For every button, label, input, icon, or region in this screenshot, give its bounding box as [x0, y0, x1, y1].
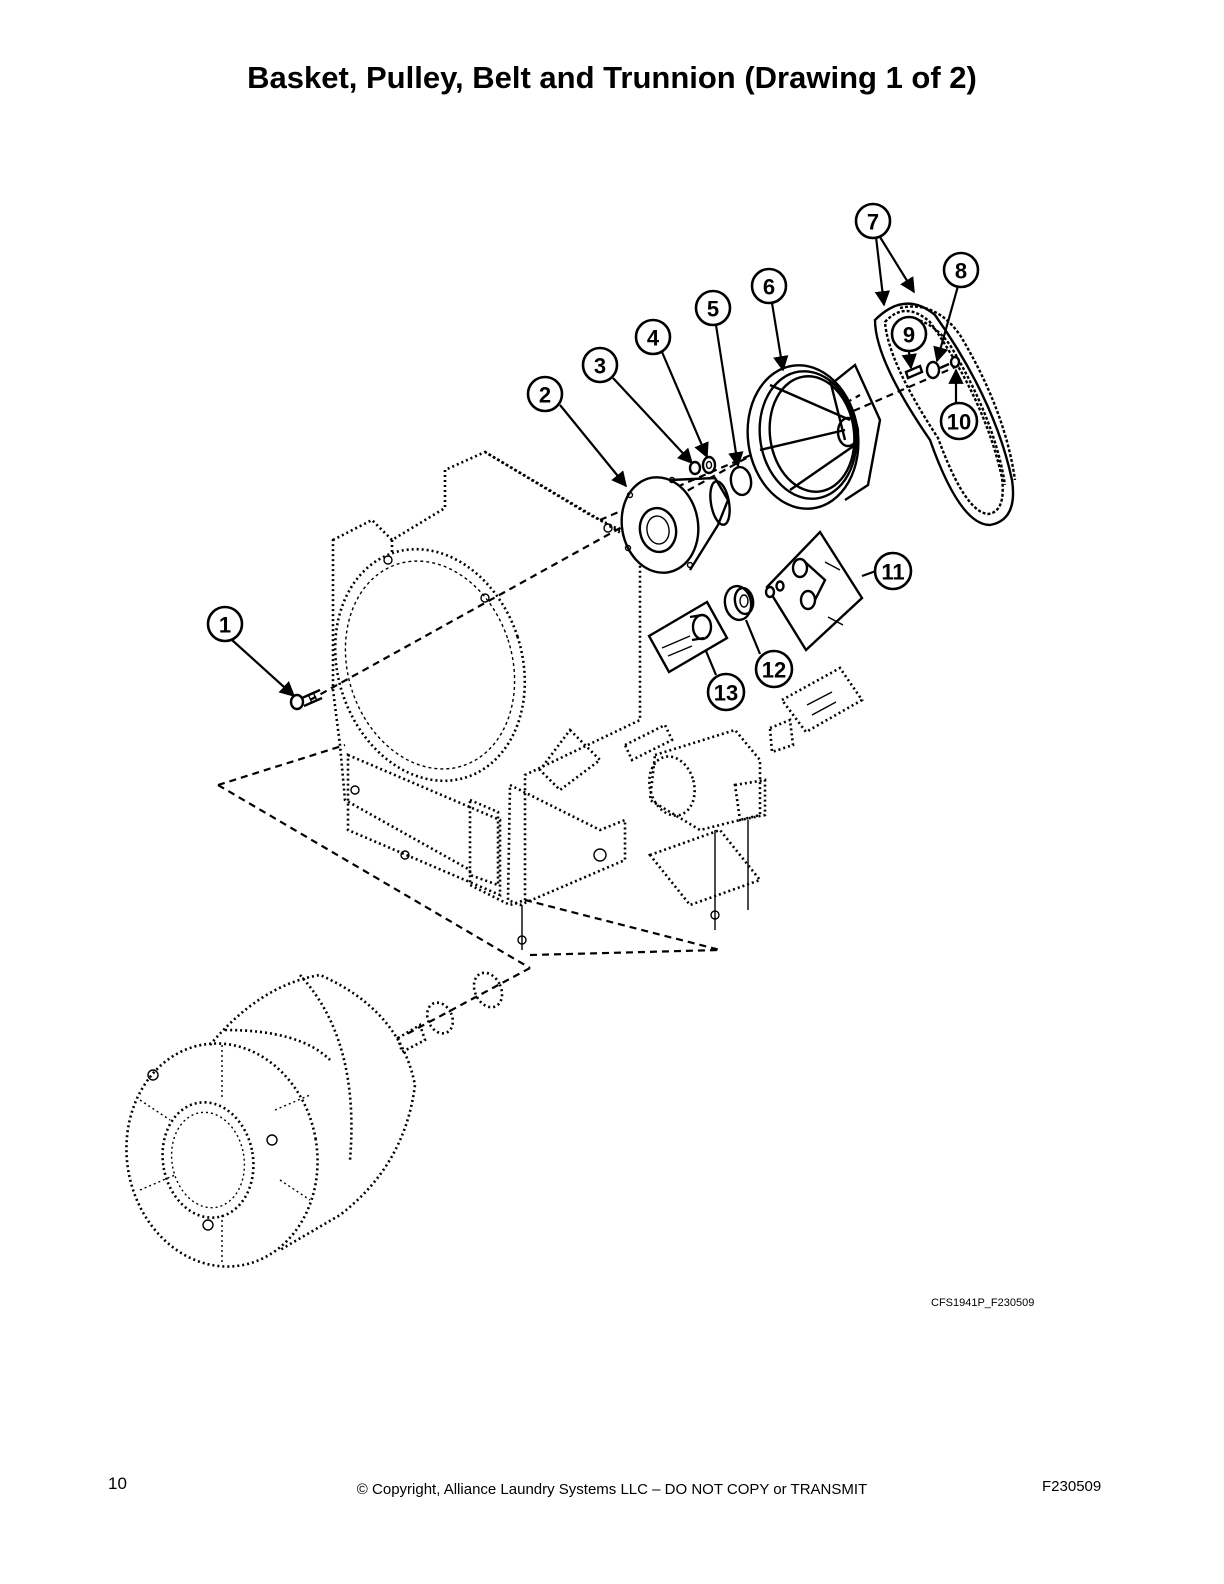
- svg-text:5: 5: [707, 297, 719, 322]
- part-13-idler-shaft-kit: [647, 600, 729, 674]
- svg-text:4: 4: [647, 326, 660, 351]
- callout-connectors: [704, 619, 762, 676]
- svg-text:1: 1: [219, 613, 231, 638]
- callout-7: 7: [854, 202, 892, 240]
- document-code: F230509: [1042, 1478, 1102, 1495]
- part-4-nut: [701, 455, 717, 475]
- svg-text:9: 9: [903, 323, 915, 348]
- svg-text:8: 8: [955, 259, 967, 284]
- part-2-bearing-hub: [620, 476, 731, 574]
- copyright-notice: © Copyright, Alliance Laundry Systems LL…: [356, 1481, 868, 1498]
- motor: [517, 666, 864, 950]
- svg-text:7: 7: [867, 210, 879, 235]
- part-5-retaining-ring: [729, 465, 753, 497]
- part-3-washer: [688, 460, 702, 476]
- page-number: 10: [108, 1474, 127, 1493]
- callout-5: 5: [694, 289, 732, 327]
- part-10-screw: [939, 355, 961, 370]
- part-6-pulley: [746, 363, 882, 510]
- part-7-belts: [873, 302, 1017, 527]
- callout-9: 9: [890, 315, 928, 353]
- drawing-code: CFS1941P_F230509: [931, 1297, 1035, 1309]
- svg-text:3: 3: [594, 354, 606, 379]
- callout-4: 4: [634, 318, 672, 356]
- callout-1: 1: [206, 605, 244, 643]
- part-12-idler-pulley: [723, 584, 755, 622]
- basket: [125, 971, 504, 1268]
- svg-text:11: 11: [881, 560, 904, 585]
- callout-13: 13: [706, 672, 746, 712]
- svg-text:6: 6: [763, 275, 775, 300]
- callout-6: 6: [750, 267, 788, 305]
- callout-11: 11: [873, 551, 913, 591]
- svg-text:2: 2: [539, 383, 551, 408]
- page-title: Basket, Pulley, Belt and Trunnion (Drawi…: [247, 60, 977, 95]
- part-9-key: [904, 364, 924, 380]
- part-8-washer: [925, 360, 941, 380]
- callout-12: 12: [754, 649, 794, 689]
- svg-text:13: 13: [714, 681, 738, 706]
- svg-text:10: 10: [947, 410, 971, 435]
- callout-8: 8: [942, 251, 980, 289]
- leader-lines: [231, 236, 964, 698]
- callout-3: 3: [581, 346, 619, 384]
- part-11-tensioner-kit: [764, 530, 864, 652]
- callout-10: 10: [939, 401, 979, 441]
- part-1-bolt: [289, 688, 323, 711]
- callout-2: 2: [526, 375, 564, 413]
- bearing-housing-frame: [331, 450, 642, 907]
- svg-text:12: 12: [762, 658, 786, 683]
